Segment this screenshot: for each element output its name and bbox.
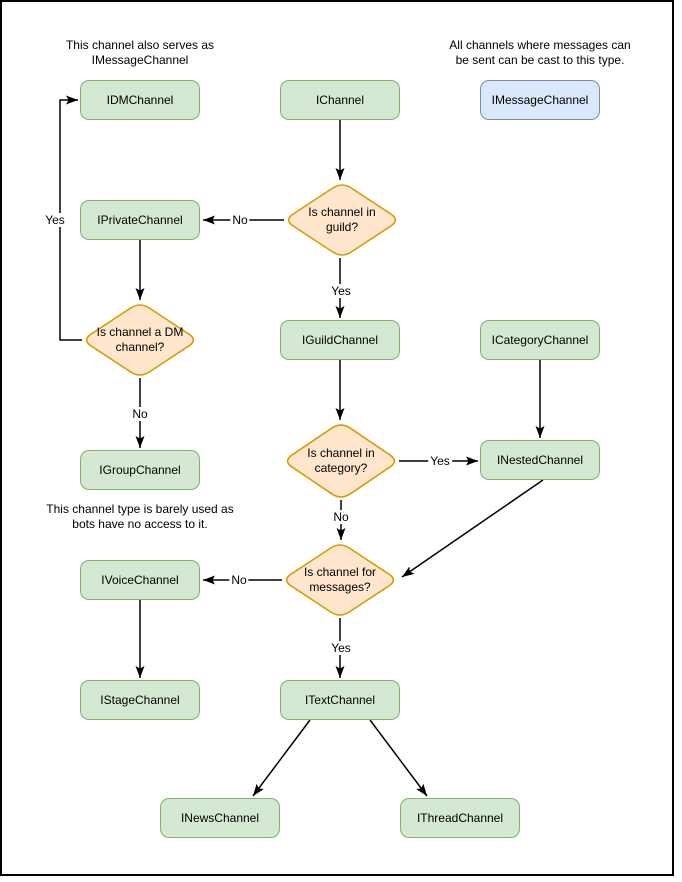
node-iprivatechannel: IPrivateChannel (80, 200, 200, 240)
decision-in-guild-label: Is channel in guild? (308, 205, 376, 234)
node-icategorychannel: ICategoryChannel (480, 320, 600, 360)
node-ivoicechannel: IVoiceChannel (80, 560, 200, 600)
node-ithreadchannel: IThreadChannel (400, 798, 520, 838)
node-inestedchannel: INestedChannel (480, 440, 600, 480)
decision-for-messages-shape (285, 544, 395, 616)
node-iguildchannel: IGuildChannel (280, 320, 400, 360)
edge-inestedchannel-to-messages-decision (401, 479, 544, 578)
edge-label-dm-yes: Yes (43, 213, 67, 227)
decision-is-dm-label: Is channel a DM channel? (96, 325, 184, 354)
node-ichannel: IChannel (280, 80, 400, 120)
decision-is-dm-shape (85, 304, 195, 376)
decision-for-messages-label: Is channel for messages? (303, 565, 377, 594)
edge-label-dm-no: No (130, 407, 150, 421)
node-itextchannel: ITextChannel (280, 680, 400, 720)
node-igroupchannel: IGroupChannel (80, 450, 200, 490)
node-imessagechannel: IMessageChannel (480, 80, 600, 120)
note-message-cast: All channels where messages can be sent … (449, 38, 631, 67)
edge-itextchannel-to-ithreadchannel (369, 719, 428, 797)
edge-label-category-no: No (331, 510, 351, 524)
edge-label-category-yes: Yes (428, 454, 452, 468)
note-dm-serves: This channel also serves as IMessageChan… (65, 38, 215, 67)
node-istagechannel: IStageChannel (80, 680, 200, 720)
node-idmchannel: IDMChannel (80, 80, 200, 120)
edge-itextchannel-to-inewschannel (252, 719, 311, 797)
edge-label-messages-yes: Yes (329, 641, 353, 655)
edge-label-guild-no: No (230, 213, 250, 227)
decision-in-guild-shape (287, 184, 397, 256)
edge-label-guild-yes: Yes (329, 284, 353, 298)
note-group-barely-used: This channel type is barely used as bots… (46, 502, 234, 531)
decision-in-category-shape (286, 424, 396, 498)
edge-label-messages-no: No (229, 573, 249, 587)
node-inewschannel: INewsChannel (160, 798, 280, 838)
decision-in-category-label: Is channel in category? (307, 446, 375, 475)
